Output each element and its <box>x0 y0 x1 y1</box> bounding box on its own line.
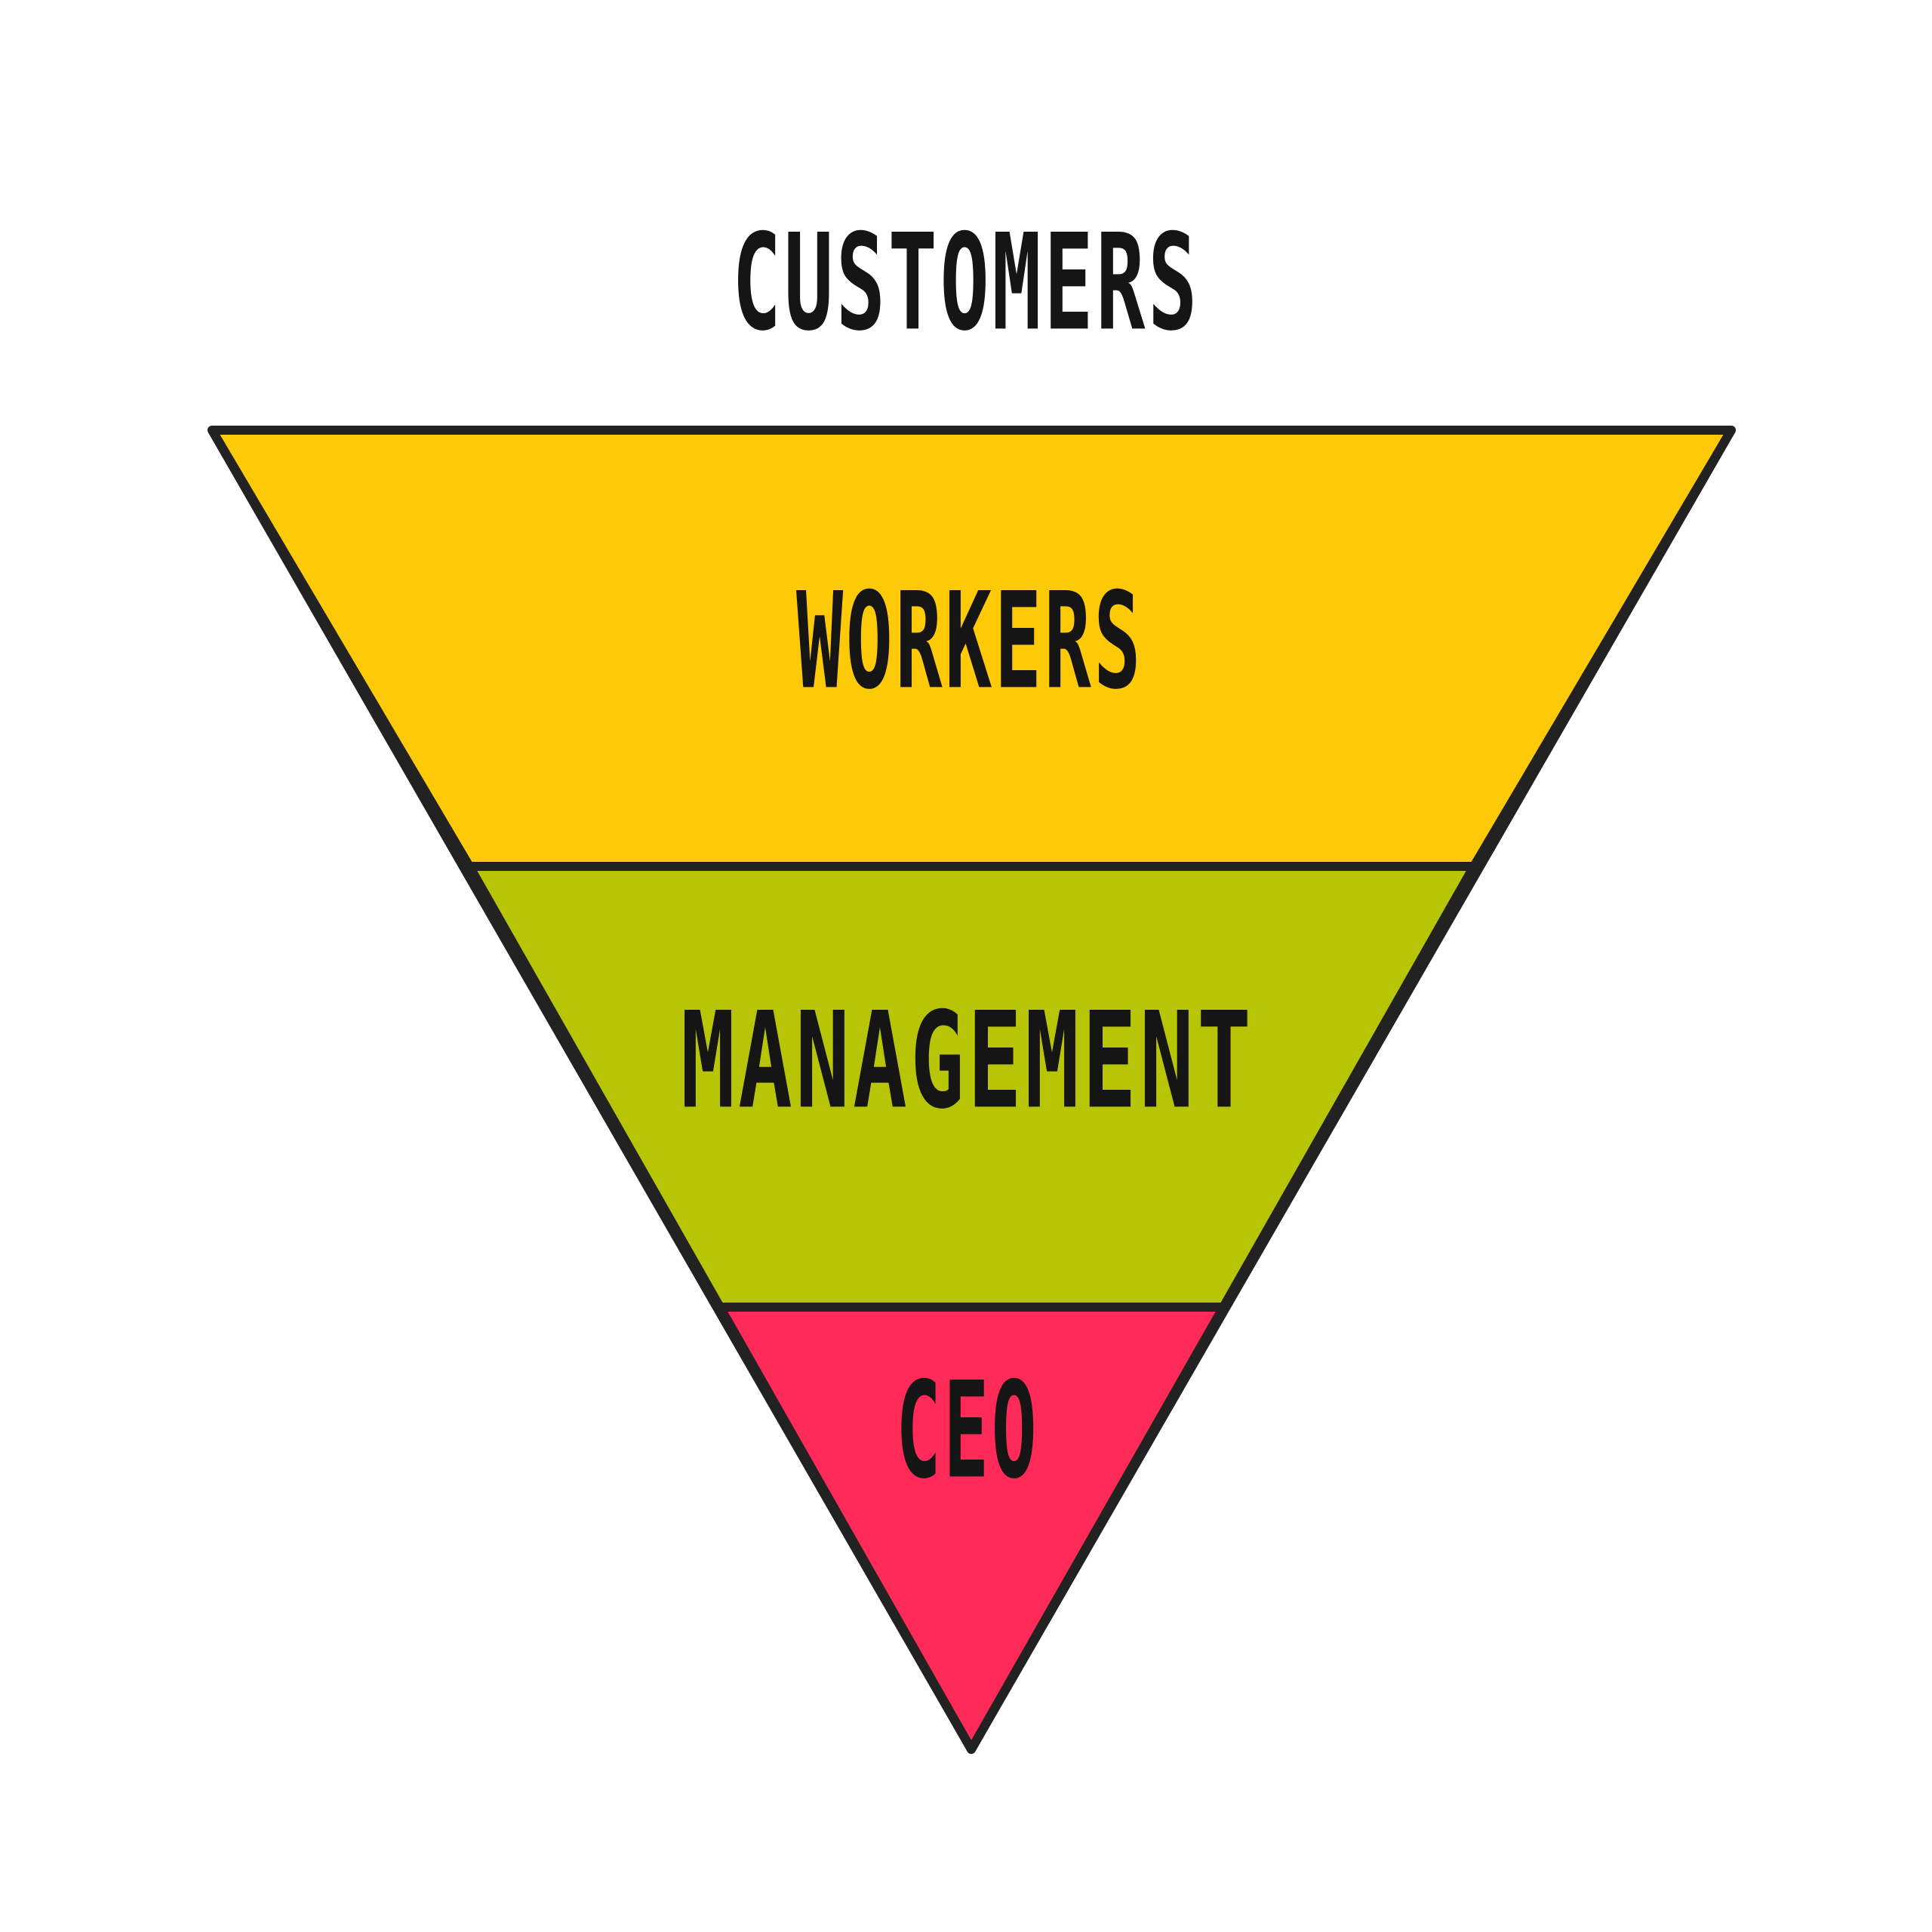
layer-label-workers: Workers <box>796 564 1143 718</box>
layer-label-management: Management <box>681 983 1254 1138</box>
pyramid-outline <box>208 426 1736 1754</box>
top-label: Customers <box>732 205 1200 360</box>
layer-label-ceo: CEO <box>896 1353 1039 1508</box>
